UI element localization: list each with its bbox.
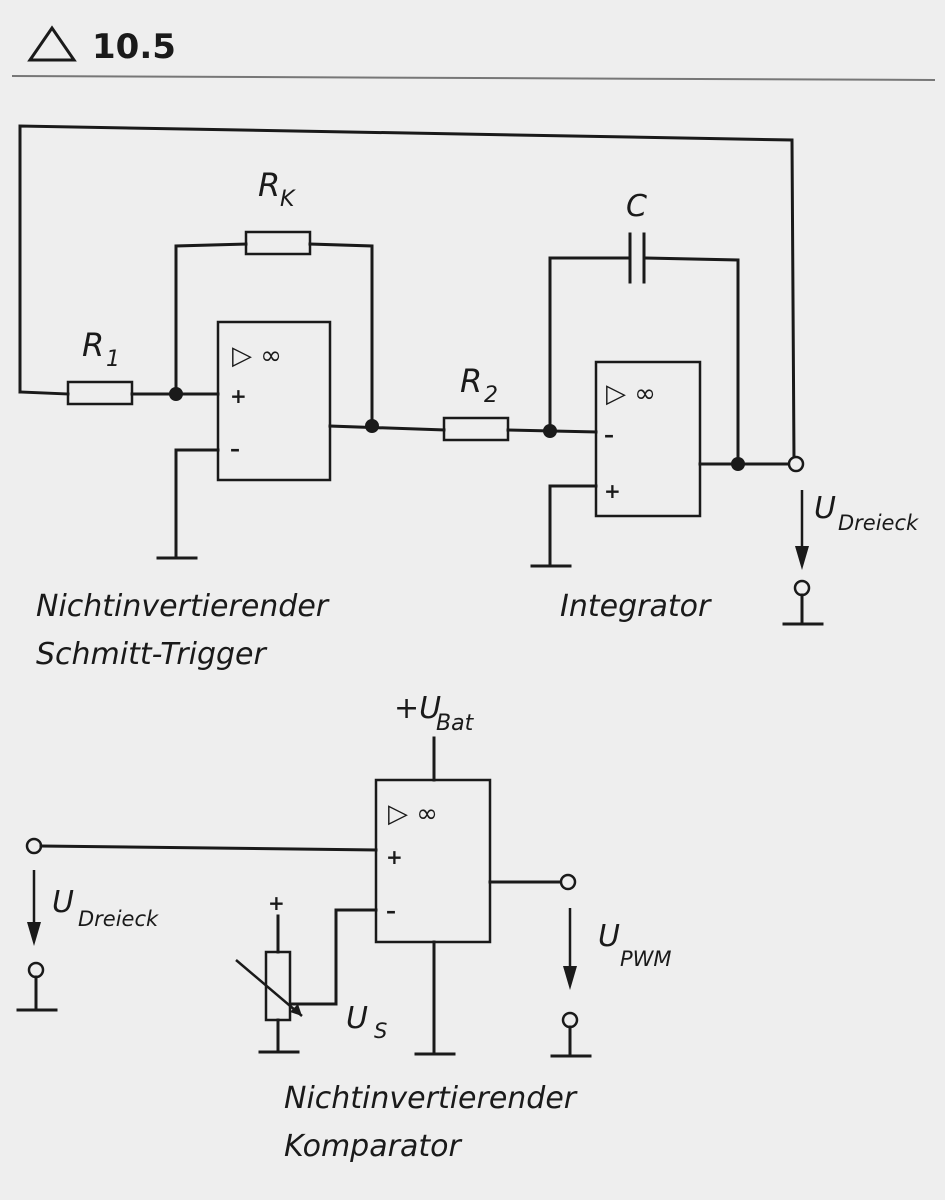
opamp-symbol: ▷ ∞ — [606, 379, 656, 409]
opamp1-out-wire — [328, 424, 446, 432]
opamp2-plus-wire — [548, 484, 598, 568]
comparator-circuit: +U Bat ▷ ∞ + – U Dreieck + U S — [16, 691, 672, 1164]
rk-left-wire — [174, 242, 248, 396]
caption-schmitt-line2: Schmitt-Trigger — [36, 637, 267, 672]
cap-left-wire — [548, 256, 630, 433]
triangle-icon — [27, 25, 77, 62]
label-r1-sub: 1 — [106, 347, 120, 372]
label-r2: R — [460, 362, 482, 400]
section-header: 10.5 — [11, 25, 936, 81]
label-rk: R — [258, 166, 280, 204]
opamp3-minus: – — [386, 899, 396, 923]
opamp1-minus: – — [230, 437, 240, 461]
input-wire — [39, 844, 378, 852]
triangle-generator-circuit: ▷ ∞ + – ▷ ∞ – + R K R — [18, 124, 919, 672]
caption-comparator-line1: Nichtinvertierender — [284, 1081, 578, 1116]
label-u-bat-sub: Bat — [436, 711, 475, 736]
r1-left-wire — [18, 390, 70, 396]
label-u-pwm: U — [598, 919, 620, 954]
opamp3-plus: + — [386, 845, 403, 869]
label-r1: R — [82, 326, 104, 364]
rk-right-wire — [308, 242, 374, 428]
resistor-r1 — [66, 380, 134, 406]
opamp3-minus-wire — [290, 908, 378, 1006]
opamp1-plus: + — [230, 384, 247, 408]
pot-plus-label: + — [268, 891, 285, 915]
opamp2-minus: – — [604, 423, 614, 447]
opamp-symbol: ▷ ∞ — [388, 799, 438, 829]
resistor-r2 — [442, 416, 510, 442]
potentiometer — [264, 950, 292, 1022]
terminal-u-dreieck-in — [25, 837, 43, 855]
label-c: C — [626, 189, 647, 224]
terminal-ground — [27, 961, 45, 979]
opamp-symbol: ▷ ∞ — [232, 341, 282, 371]
pot-arrow — [235, 959, 303, 1017]
label-u-s-sub: S — [374, 1019, 387, 1043]
resistor-rk — [244, 230, 312, 256]
label-u-dreieck-in: U — [52, 885, 74, 920]
section-number: 10.5 — [92, 27, 176, 67]
arrow-head — [27, 922, 41, 946]
header-rule — [11, 75, 936, 81]
arrow-head — [795, 546, 809, 570]
caption-integrator: Integrator — [560, 589, 712, 624]
node-out1 — [365, 419, 379, 433]
feedback-wire — [18, 124, 796, 462]
terminal-ground — [561, 1011, 579, 1029]
node-out2 — [731, 457, 745, 471]
opamp-integrator — [594, 360, 702, 518]
cap-right-wire — [644, 256, 740, 466]
opamp-schmitt — [216, 320, 332, 482]
caption-comparator-line2: Komparator — [284, 1129, 462, 1164]
label-u-dreieck-sub: Dreieck — [838, 511, 919, 535]
label-u-s: U — [346, 1001, 368, 1036]
caption-schmitt-line1: Nichtinvertierender — [36, 589, 330, 624]
terminal-u-pwm — [559, 873, 577, 891]
label-u-bat: +U — [394, 691, 441, 726]
opamp2-plus: + — [604, 479, 621, 503]
label-rk-sub: K — [280, 187, 296, 212]
label-u-pwm-sub: PWM — [620, 947, 672, 971]
opamp1-minus-wire — [174, 448, 220, 560]
terminal-u-dreieck — [787, 455, 805, 473]
label-u-dreieck-in-sub: Dreieck — [78, 907, 159, 931]
arrow-head — [563, 966, 577, 990]
label-r2-sub: 2 — [484, 383, 498, 408]
terminal-ground — [793, 579, 811, 597]
label-u-dreieck: U — [814, 491, 836, 526]
